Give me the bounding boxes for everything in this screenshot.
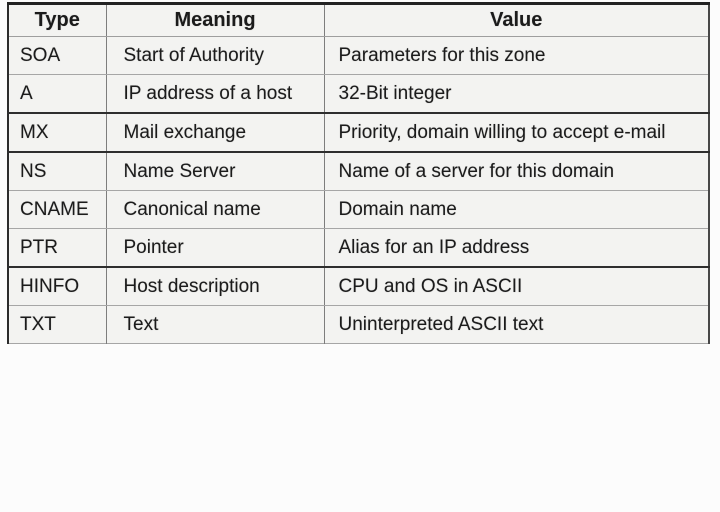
cell-meaning: Host description	[105, 267, 324, 306]
cell-meaning: Mail exchange	[105, 113, 324, 153]
cell-value: 32-Bit integer	[323, 74, 709, 114]
table-row-ns: NS Name Server Name of a server for this…	[8, 152, 709, 191]
cell-value: Name of a server for this domain	[323, 152, 709, 191]
cell-type: CNAME	[8, 190, 106, 229]
cell-type: A	[8, 74, 106, 114]
cell-meaning: Canonical name	[105, 190, 324, 229]
table-row-hinfo: HINFO Host description CPU and OS in ASC…	[8, 267, 709, 306]
cell-type: PTR	[8, 228, 106, 268]
table-row-mx: MX Mail exchange Priority, domain willin…	[8, 113, 709, 153]
table-row-ptr: PTR Pointer Alias for an IP address	[8, 228, 709, 268]
cell-type: SOA	[8, 36, 106, 75]
cell-value: Parameters for this zone	[323, 36, 709, 75]
cell-type: NS	[8, 152, 106, 191]
cell-meaning: IP address of a host	[105, 74, 324, 114]
cell-type: MX	[8, 113, 106, 153]
cell-value: Uninterpreted ASCII text	[323, 305, 709, 344]
table-row-txt: TXT Text Uninterpreted ASCII text	[8, 305, 709, 344]
cell-meaning: Name Server	[105, 152, 324, 191]
table-header-row: Type Meaning Value	[8, 3, 709, 37]
column-header-type: Type	[8, 3, 106, 37]
cell-value: Priority, domain willing to accept e-mai…	[323, 113, 709, 153]
cell-type: HINFO	[8, 267, 106, 306]
cell-type: TXT	[20, 313, 56, 335]
table-row-a: A IP address of a host 32-Bit integer	[8, 74, 709, 114]
table-row-soa: SOA Start of Authority Parameters for th…	[8, 36, 709, 75]
column-header-value: Value	[323, 3, 709, 37]
cell-meaning: Pointer	[105, 228, 324, 268]
cell-meaning: Start of Authority	[105, 36, 324, 75]
table-row-cname: CNAME Canonical name Domain name	[8, 190, 709, 229]
cell-value: Domain name	[323, 190, 709, 229]
cell-meaning: Text	[105, 305, 324, 344]
cell-value: CPU and OS in ASCII	[323, 267, 709, 306]
column-header-meaning: Meaning	[105, 3, 324, 37]
cell-value: Alias for an IP address	[323, 228, 709, 268]
dns-record-types-table: Type Meaning Value SOA Start of Authorit…	[7, 2, 710, 344]
